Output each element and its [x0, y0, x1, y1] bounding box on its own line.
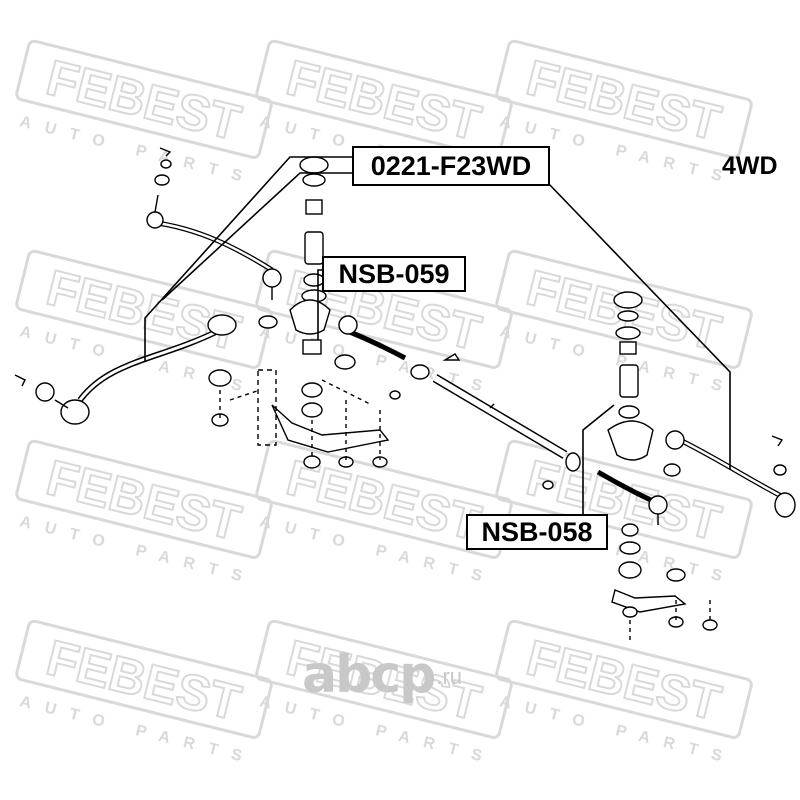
drive-type-label: 4WD — [722, 152, 778, 180]
part-label-right-bushing: NSB-058 — [466, 514, 608, 550]
bushing-stack-left — [258, 156, 331, 355]
bushing-stack-right — [607, 291, 654, 461]
tie-rod-end-icon — [334, 315, 461, 400]
center-link-icon — [432, 374, 581, 490]
drag-link-icon — [14, 314, 237, 425]
bolt-icon — [154, 147, 172, 186]
idler-arm-icon — [611, 523, 718, 640]
site-logo-suffix: .ru — [436, 664, 463, 689]
lower-tie-rod-end-icon — [596, 469, 668, 525]
part-label-left-bushing: NSB-059 — [322, 256, 466, 292]
part-label-upper: 0221-F23WD — [352, 146, 550, 186]
site-logo: abcp .ru — [302, 645, 463, 705]
left-tie-rod-icon — [146, 194, 282, 300]
site-logo-name: abcp — [302, 645, 436, 705]
right-tie-rod-icon — [663, 430, 796, 518]
pitman-arm-icon — [208, 369, 390, 469]
leader-lines — [144, 156, 731, 531]
